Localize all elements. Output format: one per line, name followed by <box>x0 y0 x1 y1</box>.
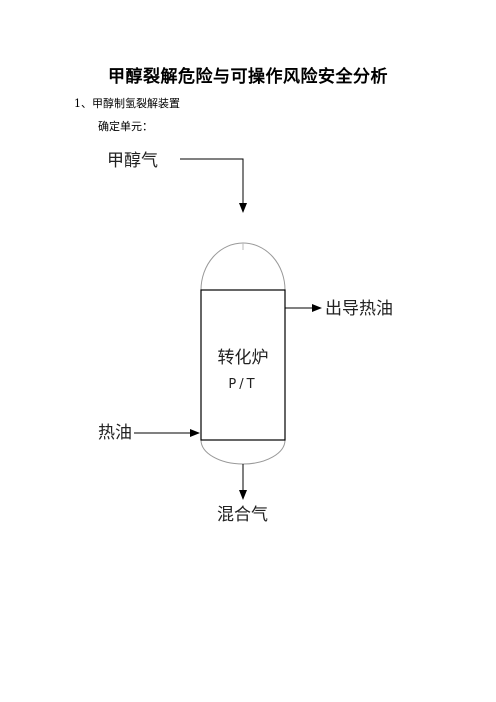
section-heading: 1、甲醇制氢裂解装置 <box>74 97 180 110</box>
vessel-name: 转化炉 <box>218 348 269 368</box>
hot-oil-inlet-label: 热油 <box>98 423 132 443</box>
unit-label: 确定单元： <box>98 120 153 133</box>
methanol-inlet-line <box>180 158 247 213</box>
page-title: 甲醇裂解危险与可操作风险安全分析 <box>108 67 388 87</box>
vessel-bottom-head <box>200 439 286 465</box>
vessel-top-head <box>200 242 286 291</box>
mixed-gas-outlet-label: 混合气 <box>217 505 268 525</box>
methanol-inlet-label: 甲醇气 <box>107 151 158 171</box>
vessel-tag: P/T <box>228 377 257 392</box>
vessel-shell <box>200 289 286 441</box>
hot-oil-outlet-label: 出导热油 <box>325 299 393 319</box>
